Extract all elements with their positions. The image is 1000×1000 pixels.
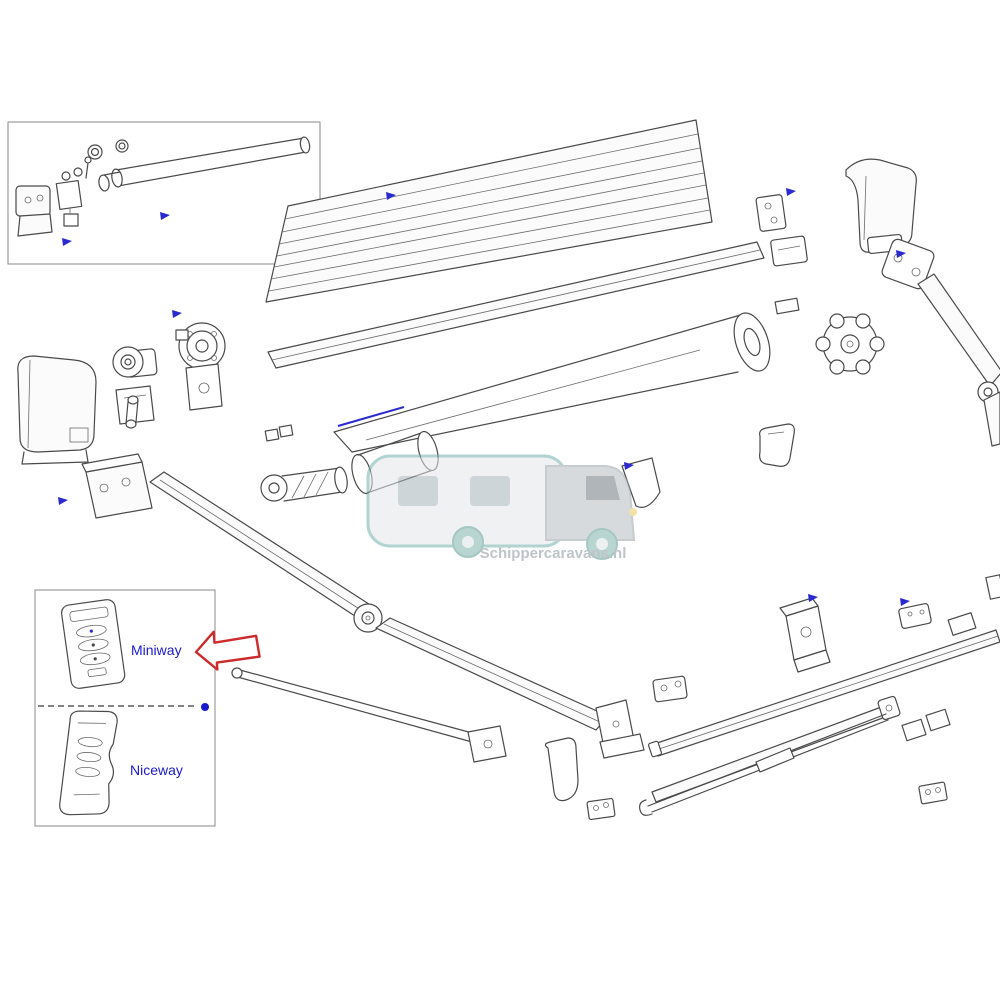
miniway-label: Miniway xyxy=(131,642,182,658)
niceway-label: Niceway xyxy=(130,762,183,778)
cassette-lid xyxy=(265,119,713,303)
folding-arm-assembly xyxy=(58,453,645,763)
right-arm-assembly xyxy=(755,158,1000,467)
miniway-remote xyxy=(60,599,126,689)
motor-cover-group xyxy=(17,310,226,465)
remote-inset-box: Miniway Niceway xyxy=(34,589,261,827)
awning-fabric-roll xyxy=(333,312,771,508)
lead-rail-group xyxy=(544,574,1000,821)
watermark-text: Schippercaravans.nl xyxy=(480,545,627,562)
miniway-pointer-arrow xyxy=(194,630,261,671)
niceway-remote xyxy=(59,710,118,816)
front-panel-sheet xyxy=(267,241,765,369)
watermark-logo: Schippercaravans.nl xyxy=(366,454,637,562)
roller-tube-inset xyxy=(7,121,321,265)
divider-dot xyxy=(201,703,209,711)
spring-roller-parts xyxy=(260,424,439,502)
